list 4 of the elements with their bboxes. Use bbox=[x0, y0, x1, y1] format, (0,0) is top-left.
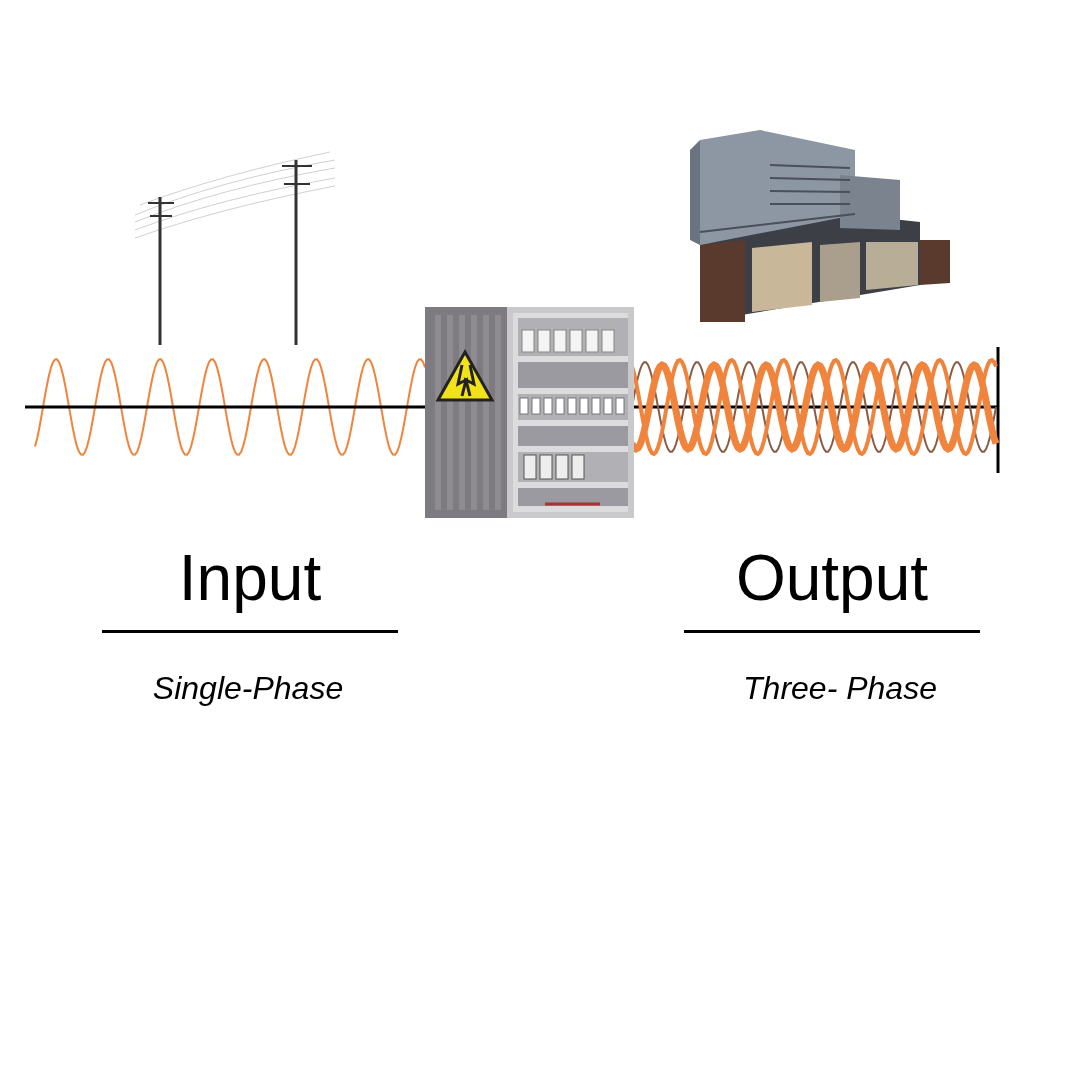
phase-caption: Single-Phase bbox=[152, 669, 344, 708]
section-heading: Output bbox=[735, 541, 929, 616]
section-heading: Input bbox=[178, 541, 322, 616]
phase-caption: Three- Phase bbox=[743, 669, 937, 708]
